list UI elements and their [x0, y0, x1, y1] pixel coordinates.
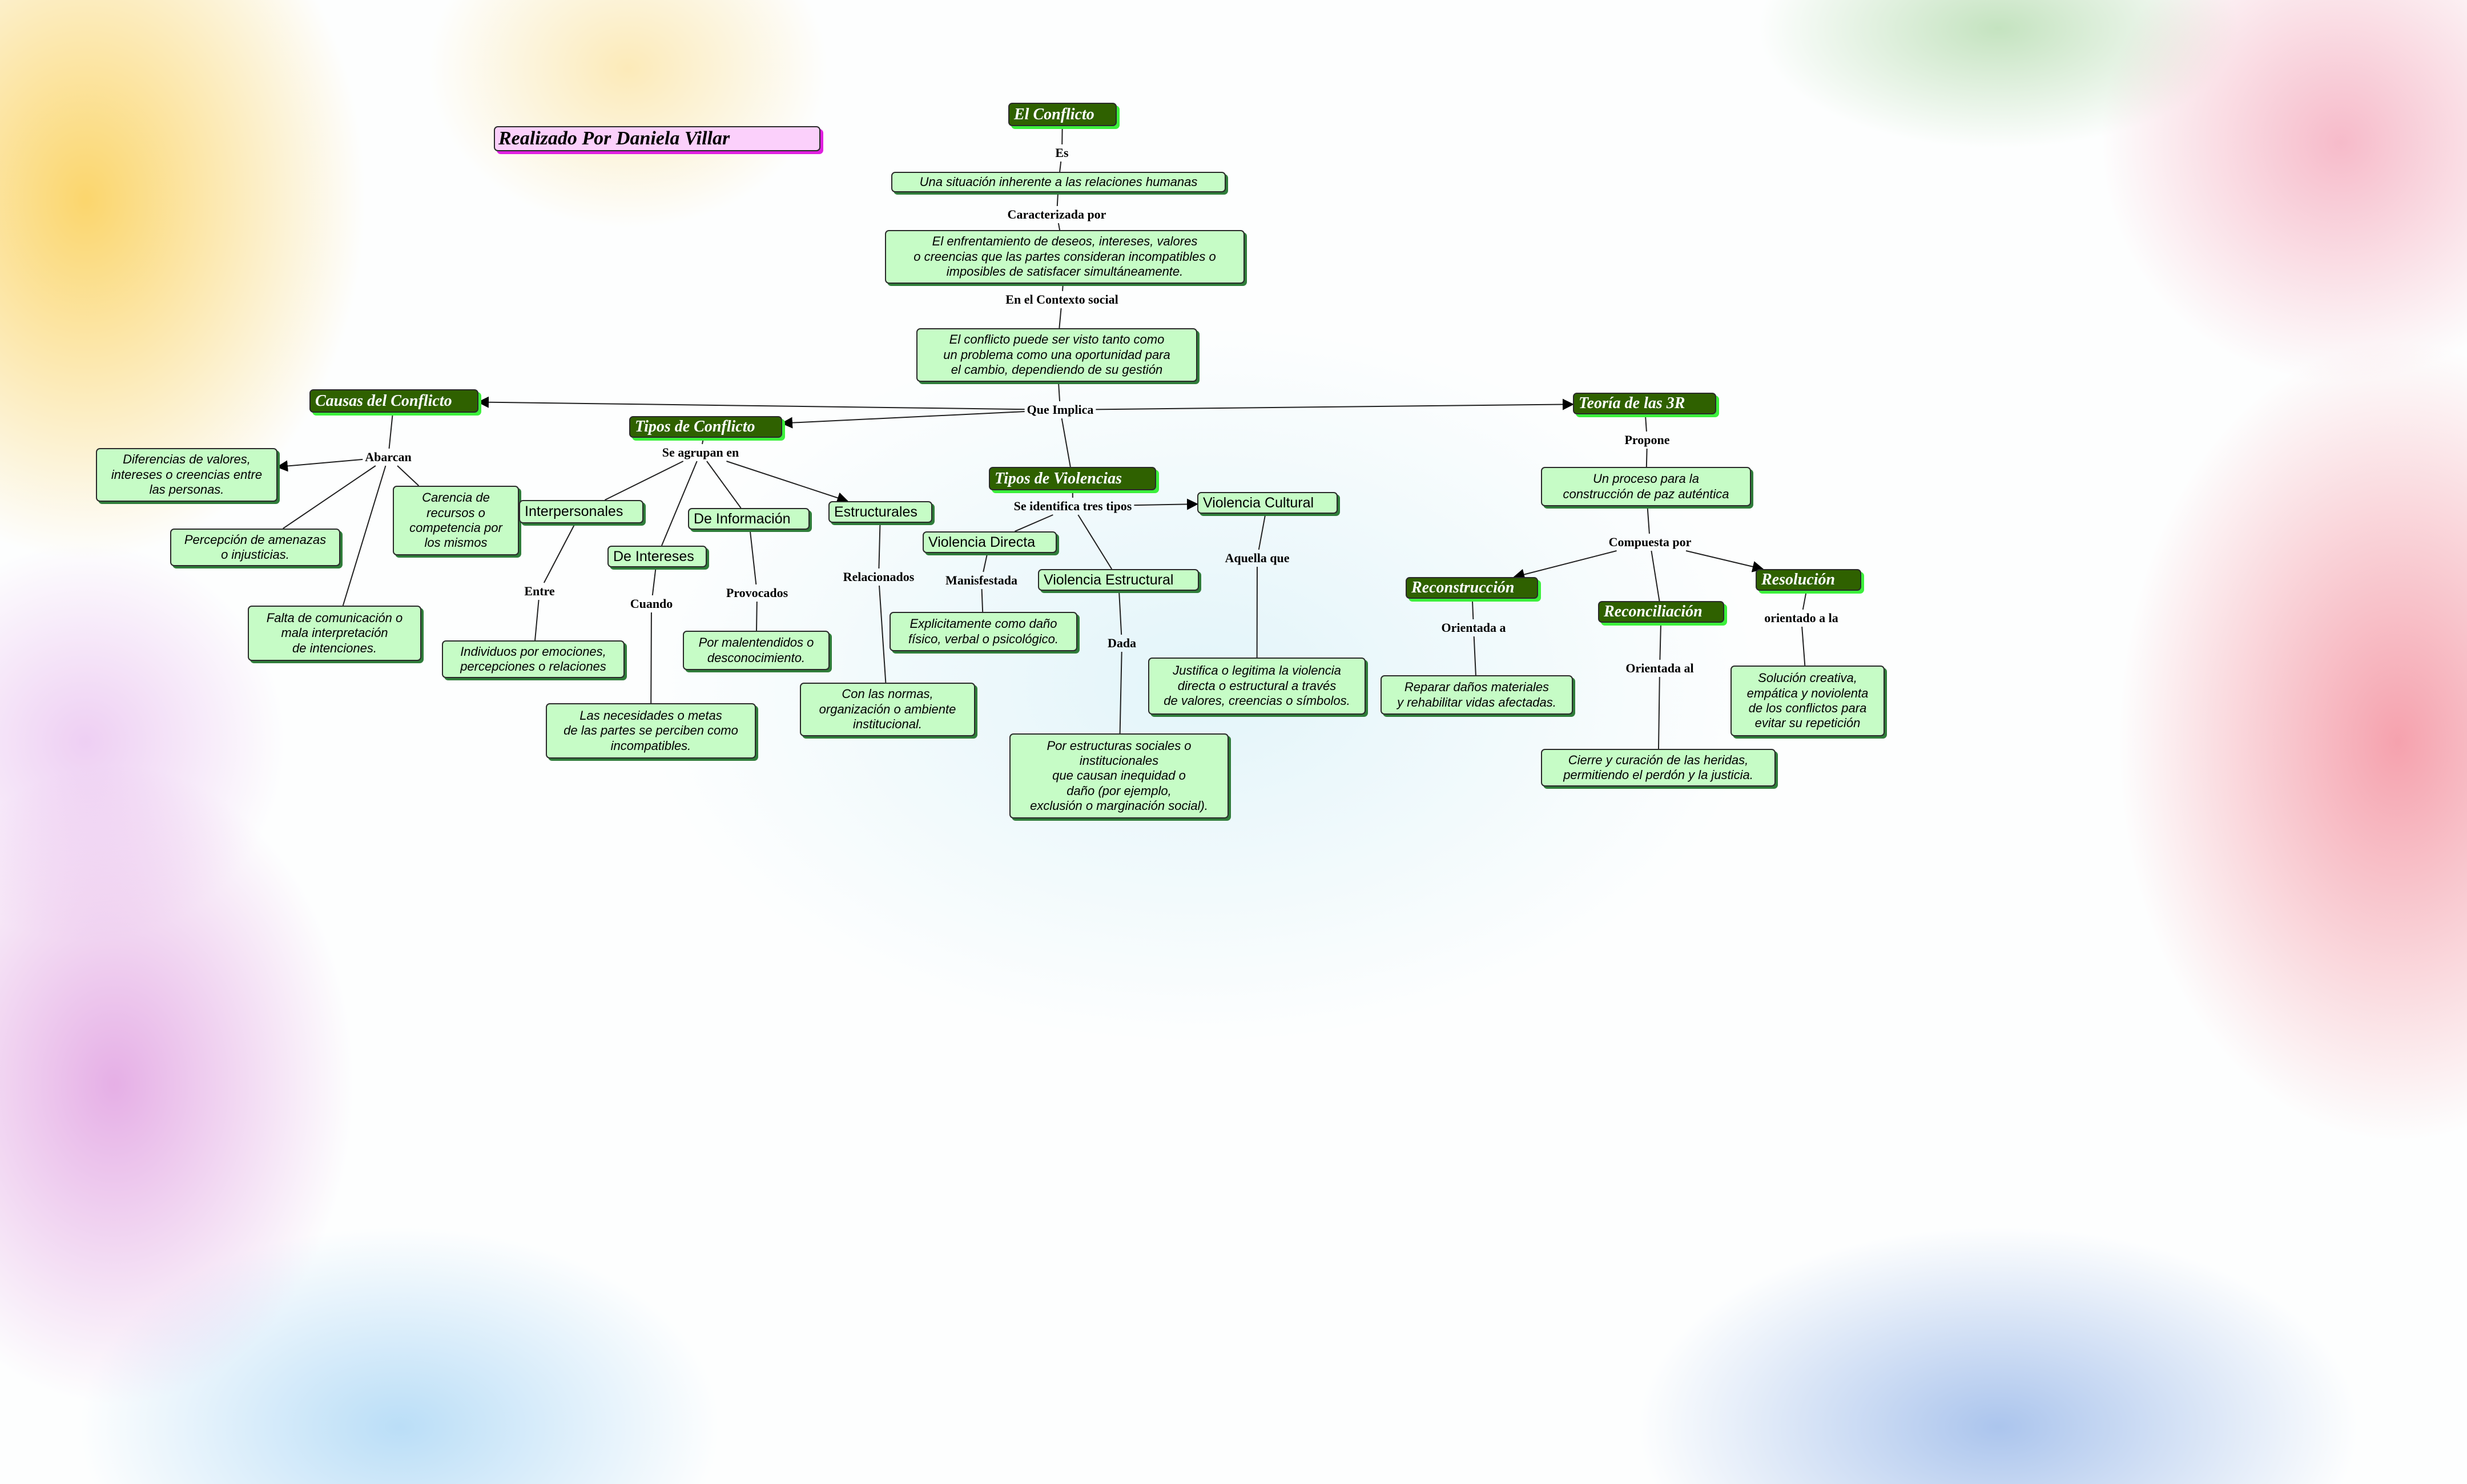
link-label-entre: Entre: [524, 584, 555, 598]
connector-teoria-propone: [1644, 414, 1647, 432]
concept-header-reconc[interactable]: Reconciliación: [1598, 601, 1724, 623]
concept-box-diferencias[interactable]: Diferencias de valores, intereses o cree…: [96, 448, 277, 502]
concept-header-teoria[interactable]: Teoría de las 3R: [1573, 393, 1716, 414]
connector-abarcan-falta: [342, 465, 387, 606]
connector-agrupan-interp: [604, 461, 684, 501]
connector-orientAl-cierre: [1657, 676, 1660, 749]
connector-deint-cuando: [651, 567, 657, 596]
connector-interp-entre: [543, 523, 576, 583]
connector-recons-orientA: [1471, 598, 1474, 620]
concept-box-malentendidos[interactable]: Por malentendidos o desconocimiento.: [683, 631, 830, 670]
concept-header-tipos[interactable]: Tipos de Conflicto: [629, 416, 782, 438]
connector-reconc-orientAl: [1659, 622, 1662, 660]
connector-caract-enfrentamiento: [1057, 223, 1061, 231]
link-label-aquella: Aquella que: [1225, 551, 1290, 565]
author-title[interactable]: Realizado Por Daniela Villar: [494, 126, 820, 151]
connector-cpuede-implica: [1057, 381, 1061, 402]
connector-seident-vestruct: [1077, 514, 1113, 570]
concept-header-conflicto[interactable]: El Conflicto: [1008, 103, 1117, 126]
connector-implica-tipos: [781, 411, 1025, 429]
link-label-relacionados: Relacionados: [843, 570, 915, 584]
link-label-propone: Propone: [1624, 433, 1670, 447]
connector-relacionados-normas: [879, 585, 887, 683]
concept-box-reparar[interactable]: Reparar daños materiales y rehabilitar v…: [1381, 675, 1573, 715]
link-label-compuesta: Compuesta por: [1608, 535, 1692, 549]
connector-vestruct-dada: [1118, 590, 1122, 635]
connector-seident-cultural: [1134, 498, 1198, 510]
connector-resol-orientLa: [1802, 590, 1807, 610]
concept-header-resol[interactable]: Resolución: [1756, 569, 1861, 591]
link-label-dada: Dada: [1107, 636, 1137, 650]
connector-implica-teoria: [1096, 398, 1574, 410]
link-label-agrupan: Se agrupan en: [662, 445, 739, 459]
connector-es-una: [1059, 161, 1062, 172]
concept-box-falta[interactable]: Falta de comunicación o mala interpretac…: [248, 606, 421, 661]
link-label-caract: Caracterizada por: [1007, 207, 1106, 221]
connector-provocados-malentendidos: [756, 601, 758, 631]
link-label-provocados: Provocados: [726, 586, 788, 600]
connector-dada-porestruct: [1119, 651, 1122, 734]
connector-abarcan-carencia: [397, 465, 420, 486]
connector-abarcan-percepcion: [283, 465, 376, 529]
concept-header-causas[interactable]: Causas del Conflicto: [309, 389, 478, 413]
concept-box-deinf[interactable]: De Información: [688, 508, 810, 530]
link-label-abarcan: Abarcan: [365, 450, 412, 464]
concept-box-explicit[interactable]: Explicitamente como daño físico, verbal …: [890, 612, 1077, 651]
concept-header-recons[interactable]: Reconstrucción: [1406, 577, 1538, 599]
link-label-manif: Manisfestada: [945, 573, 1017, 587]
connector-directa-manif: [983, 553, 988, 572]
concept-box-enfrentamiento[interactable]: El enfrentamiento de deseos, intereses, …: [885, 230, 1245, 284]
connector-deinf-provocados: [749, 529, 757, 585]
concept-box-cierre[interactable]: Cierre y curación de las heridas, permit…: [1541, 749, 1776, 787]
concept-box-cpuede[interactable]: El conflicto puede ser visto tanto como …: [916, 328, 1197, 382]
connector-compuesta-reconc: [1651, 550, 1660, 602]
concept-box-una[interactable]: Una situación inherente a las relaciones…: [891, 172, 1226, 192]
connector-agrupan-deint: [661, 461, 698, 546]
connector-contexto-cpuede: [1059, 308, 1062, 329]
concept-box-interp[interactable]: Interpersonales: [519, 500, 643, 523]
connector-proceso-compuesta: [1647, 506, 1650, 534]
connector-seident-directa: [1014, 514, 1053, 532]
connector-entre-individuos: [534, 599, 540, 641]
link-label-orientA: Orientada a: [1441, 620, 1506, 635]
concept-box-cultural[interactable]: Violencia Cultural: [1197, 492, 1338, 514]
concept-box-porestruct[interactable]: Por estructuras sociales o institucional…: [1009, 733, 1229, 818]
connector-causas-abarcan: [388, 412, 393, 449]
concept-box-carencia[interactable]: Carencia de recursos o competencia por l…: [393, 486, 519, 555]
concept-box-vestruct[interactable]: Violencia Estructural: [1038, 569, 1199, 591]
concept-box-justifica[interactable]: Justifica o legitima la violencia direct…: [1148, 658, 1366, 715]
connector-tipos-agrupan: [702, 437, 705, 445]
link-label-es: Es: [1055, 146, 1069, 160]
link-label-contexto: En el Contexto social: [1005, 292, 1118, 307]
connector-estruct-relacionados: [878, 522, 881, 569]
concept-box-individuos[interactable]: Individuos por emociones, percepciones o…: [442, 640, 625, 678]
connector-abarcan-diferencias: [276, 458, 363, 472]
connector-compuesta-recons: [1513, 550, 1617, 580]
concept-box-percepcion[interactable]: Percepción de amenazas o injusticias.: [170, 529, 340, 566]
link-label-cuando: Cuando: [630, 596, 673, 611]
link-label-seident: Se identifica tres tipos: [1013, 499, 1132, 513]
connector-implica-causas: [477, 396, 1025, 410]
connector-manif-explicit: [981, 588, 984, 612]
connector-compuesta-resol: [1685, 550, 1764, 572]
connector-una-caract: [1056, 192, 1059, 207]
concept-box-necesidades[interactable]: Las necesidades o metas de las partes se…: [546, 703, 756, 759]
connector-agrupan-deinf: [706, 461, 742, 509]
concept-box-solucion[interactable]: Solución creativa, empática y noviolenta…: [1730, 666, 1885, 736]
connector-orientA-reparar: [1473, 636, 1476, 676]
connector-agrupan-estruct: [726, 461, 849, 503]
concept-box-proceso[interactable]: Un proceso para la construcción de paz a…: [1541, 467, 1751, 506]
concept-box-deint[interactable]: De Intereses: [607, 546, 707, 567]
connector-implica-tiposviol: [1061, 418, 1071, 467]
concept-box-normas[interactable]: Con las normas, organización o ambiente …: [800, 683, 975, 736]
concept-header-tiposviol[interactable]: Tipos de Violencias: [989, 467, 1156, 490]
link-label-implica: Que Implica: [1027, 402, 1094, 417]
connector-cultural-aquella: [1258, 513, 1266, 550]
link-label-orientAl: Orientada al: [1625, 661, 1694, 675]
connector-orientLa-solucion: [1801, 626, 1806, 666]
concept-box-directa[interactable]: Violencia Directa: [923, 531, 1057, 553]
concept-box-estruct[interactable]: Estructurales: [828, 501, 932, 523]
link-label-orientLa: orientado a la: [1764, 611, 1838, 625]
